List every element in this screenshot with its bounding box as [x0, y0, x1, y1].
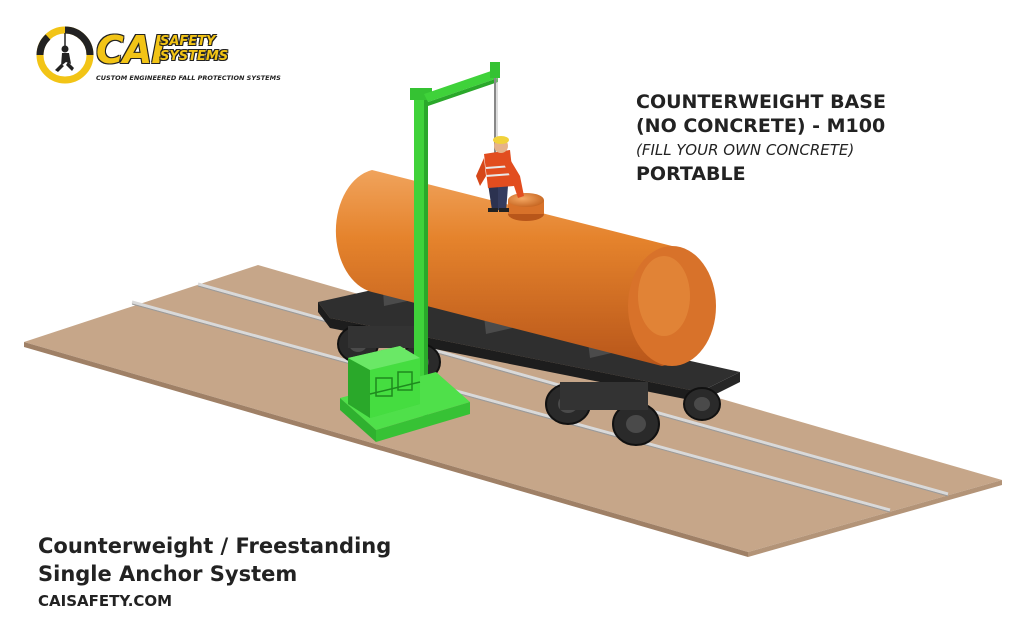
- product-headline: COUNTERWEIGHT BASE (NO CONCRETE) - M100 …: [636, 90, 976, 186]
- logo-tagline: CUSTOM ENGINEERED FALL PROTECTION SYSTEM…: [96, 74, 281, 82]
- headline-line1: COUNTERWEIGHT BASE: [636, 91, 886, 113]
- caption-line1: Counterweight / Freestanding: [38, 534, 392, 558]
- headline-line3: (FILL YOUR OWN CONCRETE): [636, 141, 855, 159]
- headline-line4: PORTABLE: [636, 163, 746, 185]
- fall-arrest-person-icon: [36, 26, 94, 84]
- system-caption: Counterweight / Freestanding Single Anch…: [38, 532, 478, 614]
- logo-subtitle-line2: SYSTEMS: [160, 49, 229, 64]
- logo-subtitle-line1: SAFETY: [160, 34, 216, 49]
- worker-figure: [476, 136, 524, 212]
- davit-arm: [410, 62, 500, 416]
- caption-line2: Single Anchor System: [38, 562, 298, 586]
- brand-logo: CAI SAFETY SYSTEMS CUSTOM ENGINEERED FAL…: [38, 28, 281, 92]
- headline-line2: (NO CONCRETE) - M100: [636, 115, 886, 137]
- website-text: CAISAFETY.COM: [38, 592, 173, 610]
- floor-side: [748, 480, 1002, 557]
- logo-wordmark: CAI: [96, 28, 165, 72]
- counterweight-base: [340, 346, 470, 442]
- floor-edge: [24, 342, 748, 557]
